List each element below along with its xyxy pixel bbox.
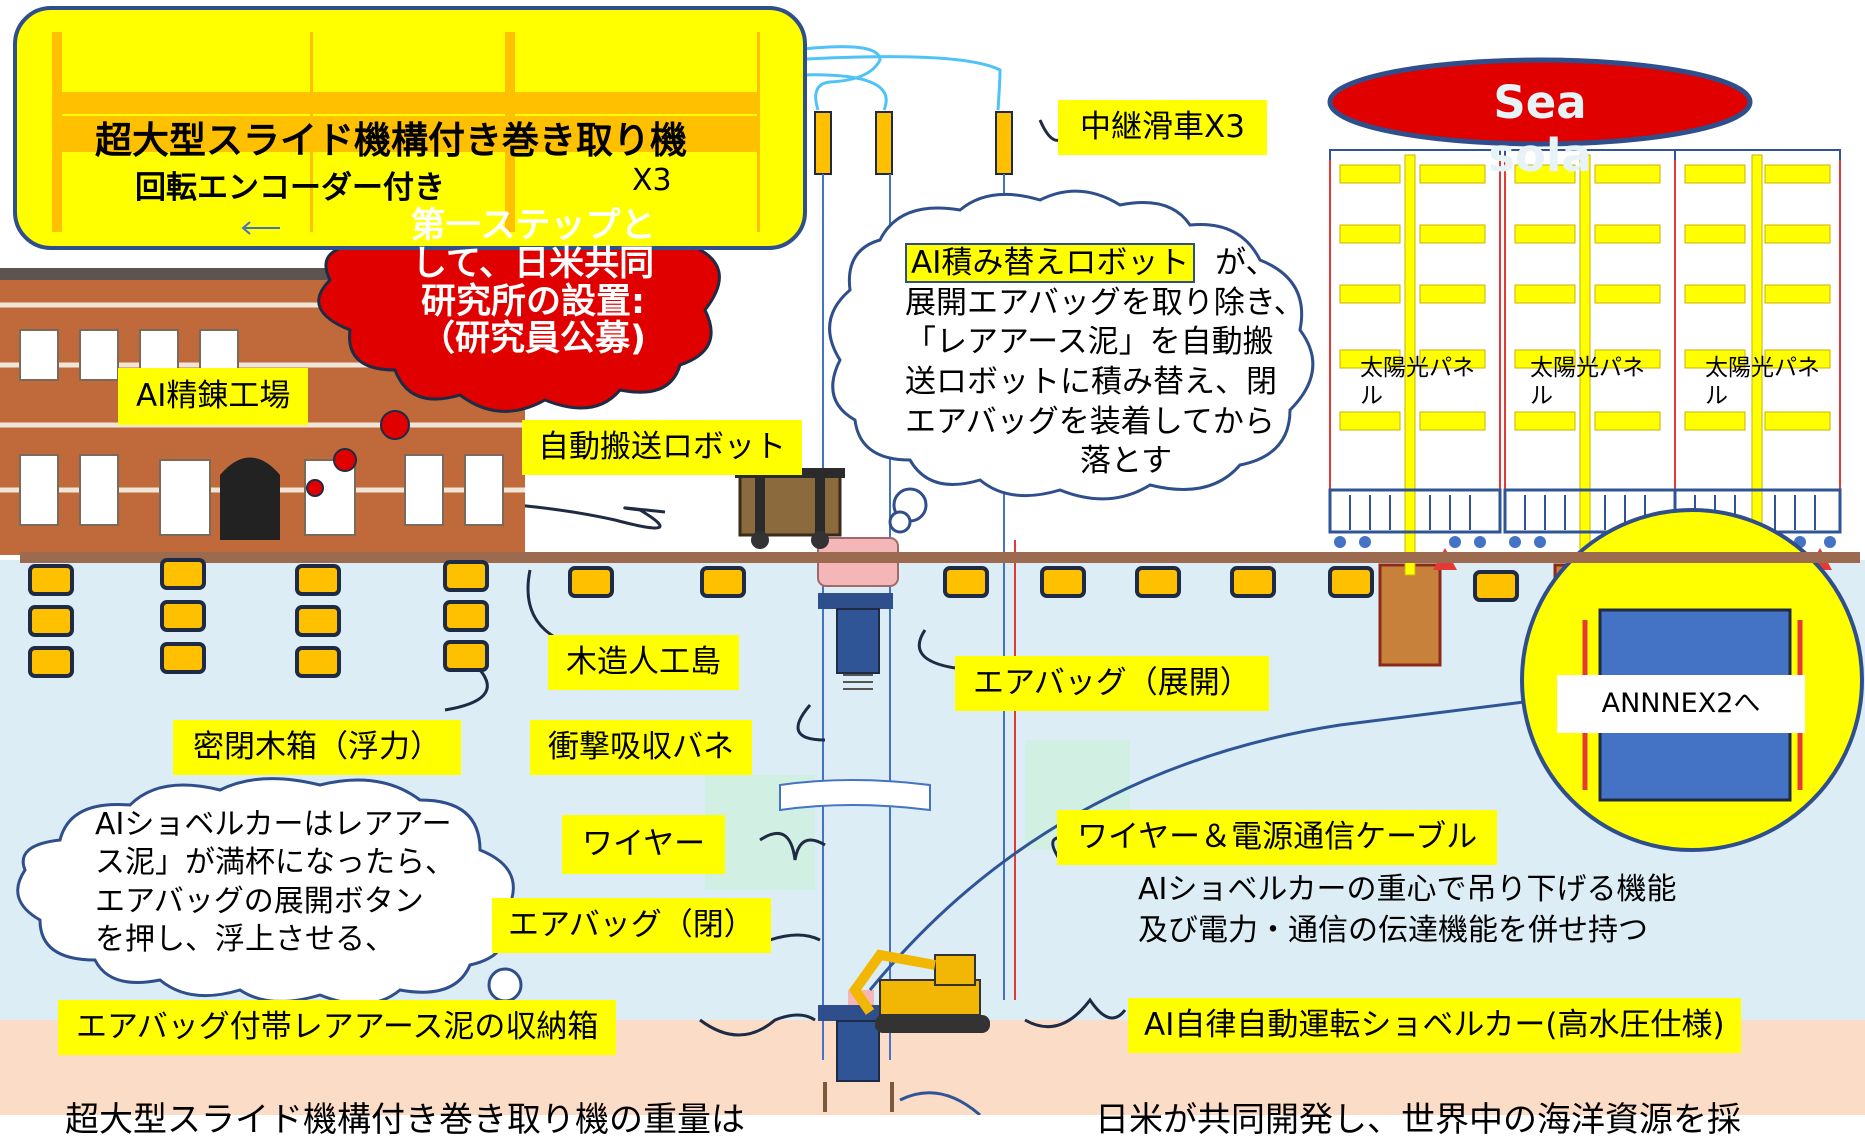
float-box [1230,566,1276,598]
ai-excavator-label: AI自律自動運転ショベルカー(高水圧仕様) [1128,998,1741,1053]
diagram-lines [0,6,1864,1115]
wire-power-cable-label: ワイヤー＆電源通信ケーブル [1057,810,1498,865]
cable-function-text: AIショベルカーの重心で吊り下げる機能 及び電力・通信の伝達機能を併せ持つ [1138,870,1676,951]
float-box [1473,570,1519,602]
robot-note-line: 「レアアース泥」を自動搬 [905,324,1274,361]
float-box [160,558,206,590]
float-box [160,600,206,632]
ai-factory-label: AI精錬工場 [118,368,309,425]
excavator-note-line: を押し、浮上させる、 [95,922,395,958]
robot-note-line: エアバッグを装着してから [905,403,1275,440]
float-box [295,646,341,678]
airbag-closed-label: エアバッグ（閉） [492,898,771,953]
excavator-note: AIショベルカーはレアアー ス泥」が満杯になったら、 エアバッグの展開ボタン を… [95,806,455,960]
ai-transfer-robot-label: AI積み替えロボット [905,243,1196,283]
robot-note-line: AI積み替えロボット が、 [905,243,1305,284]
float-box [28,646,74,678]
float-box [160,642,206,674]
winder-title: 超大型スライド機構付き巻き取り機 [95,119,687,162]
research-lab-line: 研究所の設置: [421,281,645,322]
shock-spring-label: 衝撃吸収バネ [530,720,752,775]
solar-panel-label: 太陽光パネル [1705,355,1820,409]
transport-robot-label: 自動搬送ロボット [522,420,802,475]
float-box [1328,566,1374,598]
float-box [28,605,74,637]
float-box [443,600,489,632]
research-lab-line: （研究員公募) [420,319,646,360]
storage-box-label: エアバッグ付帯レアアース泥の収納箱 [58,1000,617,1055]
cable-function-line: 及び電力・通信の伝達機能を併せ持つ [1138,912,1648,948]
brand-logo: Sea sola [1488,76,1592,182]
solar-panel-label: 太陽光パネル [1530,355,1645,409]
bottom-text-left: 超大型スライド機構付き巻き取り機の重量は [65,1100,745,1140]
robot-note-line: 展開エアバッグを取り除き、 [905,284,1305,321]
winder-count: X3 [632,163,672,198]
sealed-box-label: 密閉木箱（浮力） [173,720,461,775]
airbag-deployed-label: エアバッグ（展開） [955,656,1269,711]
float-box [295,605,341,637]
robot-note-suffix: が、 [1215,245,1277,281]
relay-pulley-label: 中継滑車X3 [1058,100,1267,155]
float-box [28,564,74,596]
annex-link[interactable]: ANNNEX2へ [1557,675,1805,733]
research-lab-line: して、日米共同 [411,243,655,284]
float-box [295,564,341,596]
float-box [443,560,489,592]
excavator-note-line: AIショベルカーはレアアー [95,807,452,842]
robot-note-line: 送ロボットに積み替え、閉 [905,364,1277,401]
float-box [1040,566,1086,598]
float-box [568,566,614,598]
float-box [1135,566,1181,598]
wire-label: ワイヤー [562,815,726,874]
wooden-island-label: 木造人工島 [548,635,739,690]
float-box [943,566,989,598]
float-box [443,640,489,672]
solar-panel-label: 太陽光パネル [1360,355,1475,409]
float-box [700,566,746,598]
research-lab-note: 第一ステップと して、日米共同 研究所の設置: （研究員公募) [378,206,688,360]
research-lab-line: 第一ステップと [410,206,656,246]
robot-note: AI積み替えロボット が、 展開エアバッグを取り除き、 「レアアース泥」を自動搬… [905,243,1305,482]
wooden-deck [20,552,1860,563]
excavator-note-line: エアバッグの展開ボタン [95,883,424,919]
bottom-text-right: 日米が共同開発し、世界中の海洋資源を採 [1095,1100,1741,1140]
excavator-note-line: ス泥」が満杯になったら、 [95,845,455,881]
winder-subtitle: 回転エンコーダー付き [135,170,445,206]
robot-note-line: 落とす [1080,443,1173,480]
cable-function-line: AIショベルカーの重心で吊り下げる機能 [1138,872,1677,907]
